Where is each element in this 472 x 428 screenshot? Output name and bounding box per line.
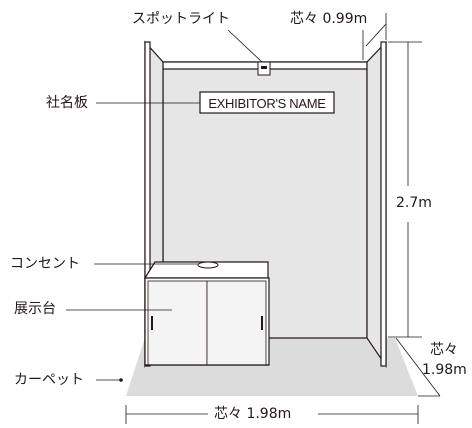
right-front-post: [380, 41, 387, 367]
left-front-post: [144, 41, 151, 367]
outlet-icon: [197, 261, 219, 269]
front-width-dimension: [125, 405, 419, 424]
depth-label: 芯々 0.99m: [290, 11, 368, 27]
side-width-dimension: [395, 337, 441, 397]
spotlight-icon: [257, 61, 271, 76]
name-board: [199, 91, 335, 114]
outlet-label: コンセント: [10, 256, 80, 272]
spotlight-label: スポットライト: [132, 11, 230, 27]
sign-text: EXHIBITOR'S NAME: [208, 96, 326, 111]
side-width-label-line2: 1.98m: [422, 362, 467, 378]
front-width-label: 芯々 1.98m: [214, 406, 292, 422]
depth-dimension: [362, 13, 387, 60]
side-width-label-line1: 芯々: [430, 342, 458, 358]
display-stand: [143, 261, 270, 366]
height-label: 2.7m: [396, 195, 432, 211]
height-dimension: [388, 41, 422, 338]
display-stand-label: 展示台: [14, 301, 56, 317]
spotlight-leader: [227, 29, 263, 63]
carpet-label: カーペット: [14, 372, 84, 388]
name-board-label: 社名板: [46, 95, 88, 111]
carpet-leader-dot: [119, 378, 123, 382]
